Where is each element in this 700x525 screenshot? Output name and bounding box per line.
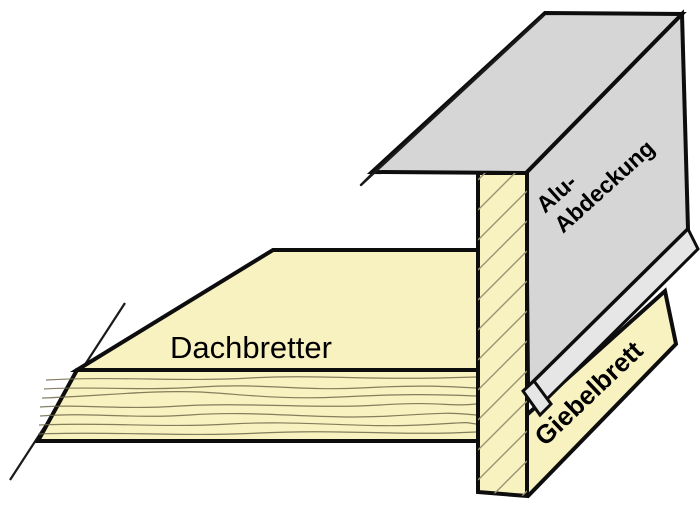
roof-boards-label: Dachbretter [170, 330, 332, 365]
wood-grain-lines [37, 376, 477, 436]
alu-cover-top-flap [366, 10, 687, 176]
cross-section-hatching [478, 173, 527, 496]
gable-board-cross-section [476, 171, 529, 499]
alu-cover-lip-end-fold [521, 378, 553, 418]
alu-sheet-edge-line [359, 15, 544, 187]
